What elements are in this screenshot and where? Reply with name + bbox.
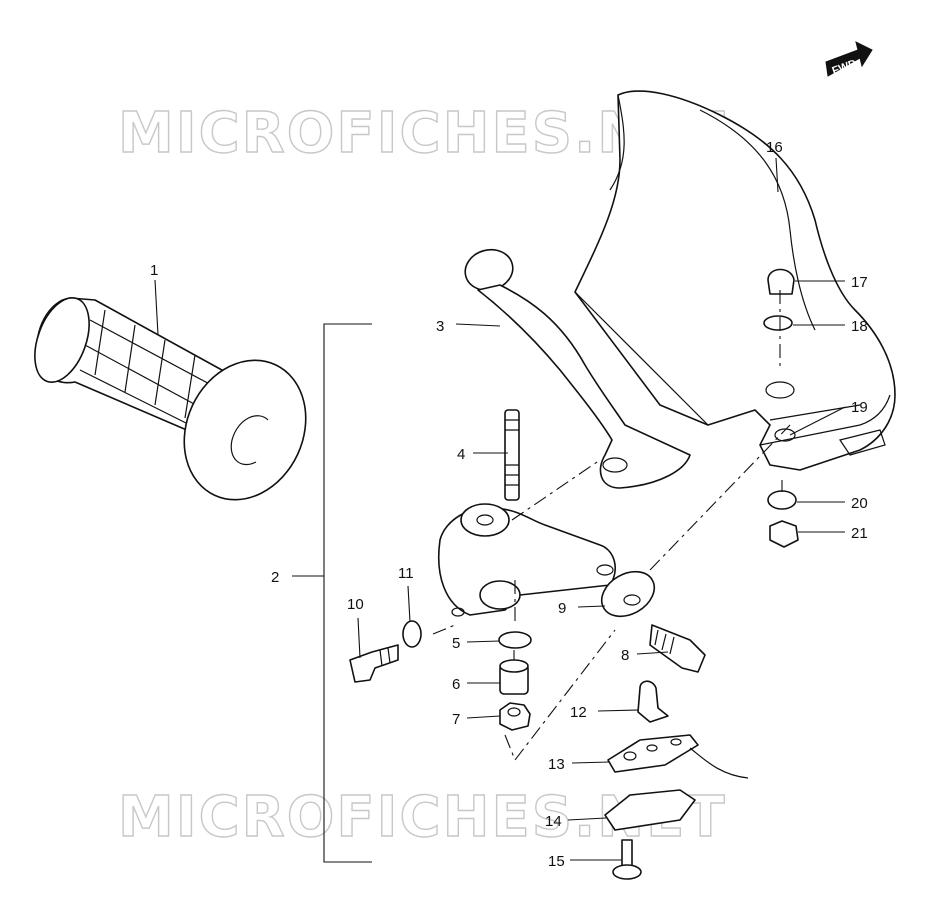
nut-21	[769, 520, 799, 548]
part-label-17: 17	[851, 274, 868, 291]
part-label-1: 1	[150, 262, 158, 279]
cable-clip	[637, 680, 669, 723]
clamp-plate	[607, 734, 749, 779]
part-label-10: 10	[347, 596, 364, 613]
part-label-4: 4	[457, 446, 465, 463]
hand-guard	[574, 90, 896, 471]
washer-5	[498, 631, 532, 649]
part-label-11: 11	[398, 565, 414, 582]
clamp-screw	[612, 839, 642, 880]
clamp-bolt	[349, 644, 399, 683]
part-label-9: 9	[558, 600, 566, 617]
part-labels: 1 2 3 4 5 6 7 8 9 10 11 12 13 14 15 16 1…	[150, 139, 868, 870]
washer-11	[402, 620, 422, 648]
cable-adjuster	[600, 570, 656, 618]
part-label-20: 20	[851, 495, 868, 512]
part-label-18: 18	[851, 318, 868, 335]
part-label-21: 21	[851, 525, 868, 542]
handlebar-grip	[34, 297, 307, 501]
part-label-13: 13	[548, 756, 565, 773]
part-label-7: 7	[452, 711, 460, 728]
leader-lines	[154, 157, 846, 861]
part-label-16: 16	[766, 139, 783, 156]
part-label-5: 5	[452, 635, 460, 652]
part-label-6: 6	[452, 676, 460, 693]
clamp-block	[604, 789, 696, 831]
clutch-lever	[464, 248, 691, 489]
lever-bracket	[438, 503, 616, 617]
part-label-12: 12	[570, 704, 587, 721]
collar	[499, 659, 529, 695]
nut-7	[499, 702, 531, 731]
part-label-2: 2	[271, 569, 279, 586]
pivot-bolt	[504, 409, 520, 501]
part-label-19: 19	[851, 399, 868, 416]
forward-arrow-icon: FWD	[825, 41, 873, 77]
part-label-15: 15	[548, 853, 565, 870]
spacer-20	[767, 490, 797, 510]
part-label-8: 8	[621, 647, 629, 664]
part-label-14: 14	[545, 813, 562, 830]
assembly-bracket	[323, 323, 372, 863]
adjuster-bolt	[649, 624, 706, 673]
part-label-3: 3	[436, 318, 444, 335]
washer-18	[763, 315, 793, 331]
cap-nut-17	[767, 268, 795, 295]
